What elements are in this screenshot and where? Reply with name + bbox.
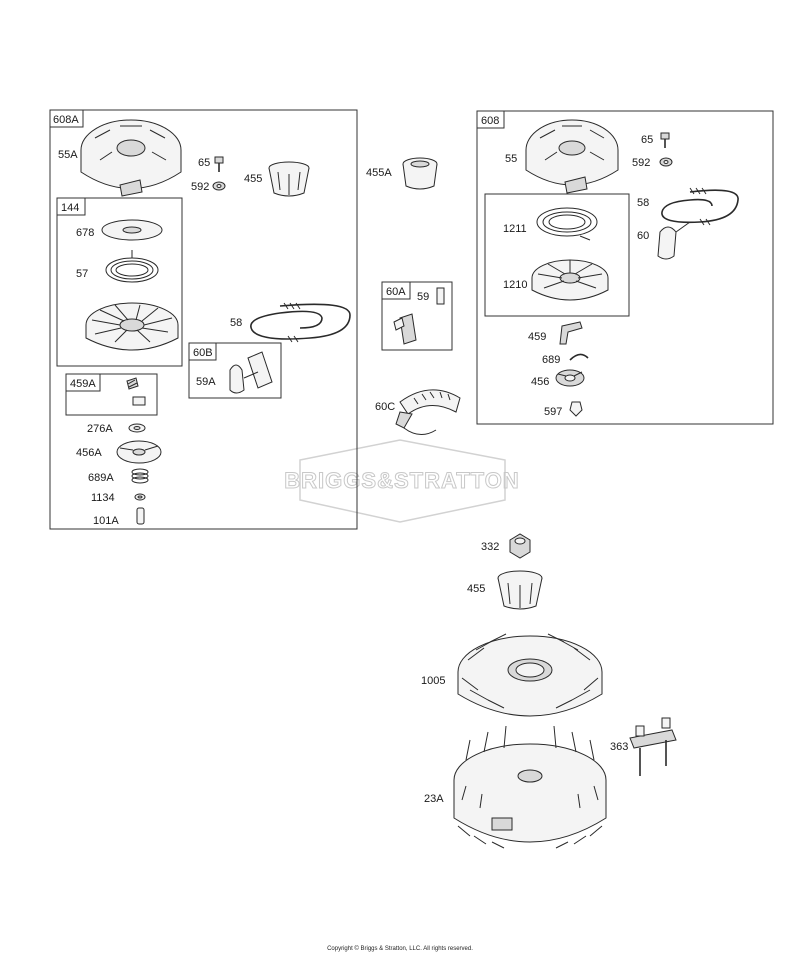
part-label-689A: 689A	[88, 472, 114, 484]
part-label-65-right: 65	[641, 134, 653, 146]
part-label-58-right: 58	[637, 197, 649, 209]
group-60A-tag	[381, 281, 411, 300]
part-label-23A: 23A	[424, 793, 444, 805]
group-60B-frame	[188, 342, 282, 399]
screw-65-right-part	[660, 132, 670, 148]
nut-592-part	[212, 181, 226, 191]
handle-59A-part	[229, 351, 273, 394]
clip-689-part	[569, 353, 589, 361]
copyright-notice: Copyright © Briggs & Stratton, LLC. All …	[327, 946, 473, 952]
fan-1005-part	[457, 633, 603, 717]
spring-689A-part	[131, 468, 149, 484]
spring-1211-part	[536, 207, 598, 241]
group-608A-tag	[49, 109, 84, 128]
part-label-459: 459	[528, 331, 546, 343]
nut-332-part	[509, 533, 531, 559]
part-label-332: 332	[481, 541, 499, 553]
retainer-456A-part	[116, 440, 162, 464]
group-608-label: 608	[481, 115, 499, 127]
group-pulley-frame	[484, 193, 630, 317]
rope-58-left-part	[250, 302, 351, 343]
housing-55A-part	[80, 119, 182, 197]
cup-455-top-part	[268, 161, 310, 197]
part-label-455-bottom: 455	[467, 583, 485, 595]
pawl-459A-part	[126, 377, 146, 406]
part-label-592-right: 592	[632, 157, 650, 169]
part-label-1005: 1005	[421, 675, 445, 687]
part-label-59A: 59A	[196, 376, 216, 388]
group-459A-tag	[65, 373, 101, 392]
pulley-1210-part	[531, 259, 609, 301]
part-label-456: 456	[531, 376, 549, 388]
bracket-363-part	[629, 717, 677, 776]
part-label-65-left: 65	[198, 157, 210, 169]
pulley-part	[85, 302, 179, 351]
group-60A-frame	[381, 281, 453, 351]
group-608A-frame	[49, 109, 358, 530]
group-60A-label: 60A	[386, 286, 406, 298]
part-label-101A: 101A	[93, 515, 119, 527]
cup-455-bottom-part	[497, 570, 543, 610]
watermark-logo: BRIGGS&STRATTON	[284, 439, 519, 523]
group-459A-frame	[65, 373, 158, 416]
handle-60-part	[657, 221, 691, 260]
part-label-678: 678	[76, 227, 94, 239]
insert-59-part	[393, 287, 445, 345]
group-608A-label: 608A	[53, 114, 79, 126]
watermark-text: BRIGGS&STRATTON	[284, 468, 519, 493]
housing-55-part	[525, 119, 619, 194]
group-608-tag	[476, 110, 505, 129]
part-label-60C: 60C	[375, 401, 395, 413]
flywheel-23A-part	[453, 725, 607, 849]
washer-678-part	[101, 219, 163, 241]
washer-1134-part	[134, 493, 146, 501]
screw-597-part	[569, 401, 583, 417]
part-label-363: 363	[610, 741, 628, 753]
group-60B-label: 60B	[193, 347, 213, 359]
pawl-459-part	[559, 321, 583, 345]
part-label-55: 55	[505, 153, 517, 165]
part-label-57: 57	[76, 268, 88, 280]
part-label-1134: 1134	[91, 492, 115, 504]
screw-65-part	[214, 156, 224, 172]
part-label-456A: 456A	[76, 447, 102, 459]
part-label-60: 60	[637, 230, 649, 242]
part-label-455A: 455A	[366, 167, 392, 179]
pin-101A-part	[136, 507, 145, 525]
group-144-frame	[56, 197, 183, 367]
part-label-59: 59	[417, 291, 429, 303]
part-label-58-left: 58	[230, 317, 242, 329]
part-label-689: 689	[542, 354, 560, 366]
handle-60C-part	[395, 389, 461, 435]
part-label-592-left: 592	[191, 181, 209, 193]
nut-592-right-part	[659, 157, 673, 167]
part-label-276A: 276A	[87, 423, 113, 435]
spring-57-part	[105, 250, 159, 283]
part-label-1210: 1210	[503, 279, 527, 291]
part-label-455-top: 455	[244, 173, 262, 185]
group-459A-label: 459A	[70, 378, 96, 390]
retainer-456-part	[555, 369, 585, 387]
part-label-1211: 1211	[503, 223, 527, 235]
washer-276A-part	[128, 423, 146, 433]
part-label-55A: 55A	[58, 149, 78, 161]
group-60B-tag	[188, 342, 217, 361]
group-608-frame	[476, 110, 774, 425]
rope-58-right-part	[661, 187, 739, 226]
group-144-tag	[56, 197, 86, 216]
group-144-label: 144	[61, 202, 79, 214]
part-label-597: 597	[544, 406, 562, 418]
cup-455A-part	[402, 157, 438, 190]
